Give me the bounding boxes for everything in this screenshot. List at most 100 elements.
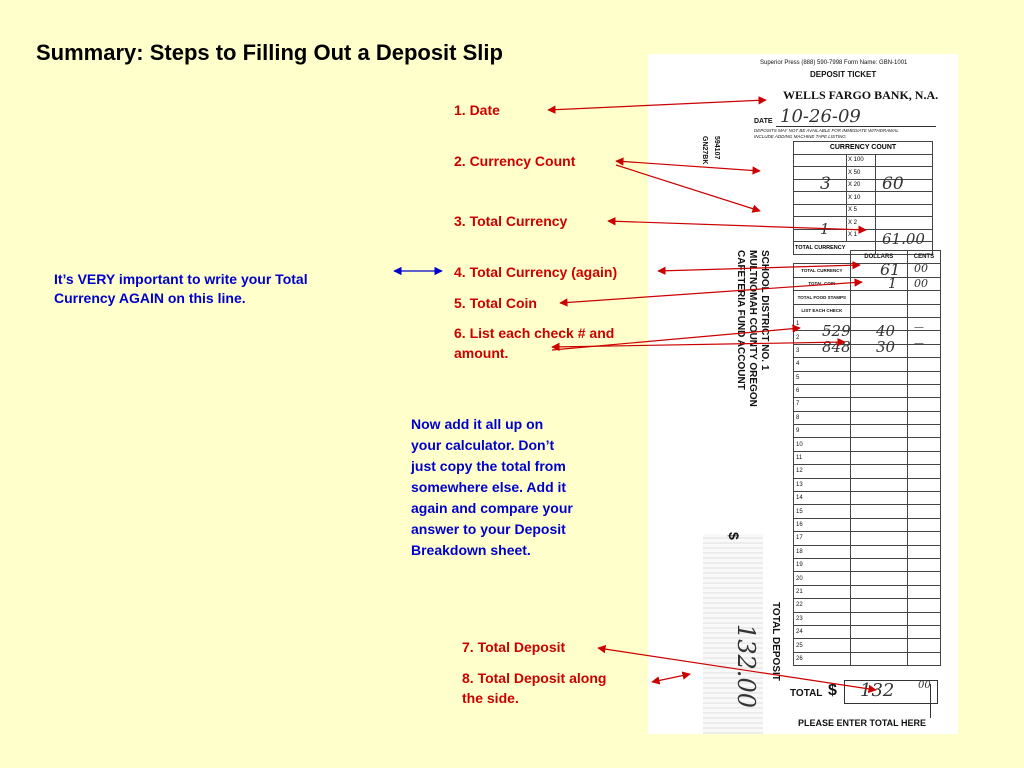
check-row: 4 — [793, 357, 942, 372]
check-row-number: 11 — [793, 450, 851, 466]
check-row: 6 — [793, 383, 942, 399]
account-line3: CAFETERIA FUND ACCOUNT — [735, 250, 746, 390]
check-row: 20 — [793, 571, 942, 586]
count-ones: 1 — [820, 220, 830, 238]
check-row-number: 22 — [793, 598, 851, 613]
denomination: X 1 — [846, 228, 876, 242]
check-row: 9 — [793, 424, 942, 439]
check-row: 13 — [793, 477, 942, 493]
total-dollar-sign: $ — [828, 682, 837, 699]
check-row-number: 5 — [793, 370, 851, 385]
row-total-coin: TOTAL COIN — [793, 276, 851, 292]
row-list-checks: LIST EACH CHECK — [793, 303, 851, 318]
slip-side-code1: GN27BK — [701, 136, 708, 165]
add-up-line: answer to your Deposit — [411, 521, 566, 537]
check-row-number: 15 — [793, 504, 851, 519]
step-total-currency-again-label: 4. Total Currency (again) — [454, 264, 618, 280]
check-row-number: 25 — [793, 638, 851, 653]
check-row-number: 19 — [793, 557, 851, 573]
check-row: 24 — [793, 624, 942, 640]
slip-date-value: 10-26-09 — [780, 106, 861, 127]
check-row: 10 — [793, 437, 942, 452]
check-row-number: 23 — [793, 611, 851, 626]
count-twenties: 3 — [820, 174, 831, 194]
denomination: X 2 — [846, 216, 876, 230]
page-title: Summary: Steps to Filling Out a Deposit … — [36, 40, 503, 65]
check-row-number: 24 — [793, 624, 851, 640]
tc-cents: 00 — [914, 262, 928, 275]
check-row: 23 — [793, 611, 942, 626]
check-row: 14 — [793, 491, 942, 506]
total-label: TOTAL — [790, 688, 823, 699]
slip-date-label: DATE — [754, 118, 773, 125]
check-row-number: 20 — [793, 571, 851, 586]
check-row: 8 — [793, 410, 942, 426]
total-cents: 00 — [918, 680, 931, 691]
check-row: 7 — [793, 397, 942, 412]
step-total-coin-label: 5. Total Coin — [454, 295, 537, 311]
side-dollar-sign: $ — [726, 532, 742, 540]
check-row: 11 — [793, 450, 942, 466]
step-total-deposit-label: 7. Total Deposit — [462, 639, 566, 655]
check-row-number: 17 — [793, 531, 851, 546]
coin-cents: 00 — [914, 277, 928, 290]
currency-count-header: CURRENCY COUNT — [793, 141, 933, 155]
check-row: 18 — [793, 544, 942, 559]
side-total-amount: 132.00 — [732, 624, 760, 708]
account-line1: SCHOOL DISTRICT NO. 1 — [759, 250, 770, 371]
check-row: 19 — [793, 557, 942, 573]
side-total-deposit-label: TOTAL DEPOSIT — [770, 602, 781, 681]
important-note-line1: It’s VERY important to write your Total — [54, 271, 308, 287]
check-row: 16 — [793, 517, 942, 533]
check-row-number: 12 — [793, 464, 851, 479]
step-date-label: 1. Date — [454, 102, 500, 118]
account-line2: MULTNOMAH COUNTY OREGON — [747, 250, 758, 407]
check-row: 5 — [793, 370, 942, 385]
check-row-number: 8 — [793, 410, 851, 426]
slip-notice-line1: DEPOSITS MAY NOT BE AVAILABLE FOR IMMEDI… — [754, 128, 899, 133]
step-list-checks-label: 6. List each check # and amount. — [454, 323, 614, 363]
check1-number: 529 — [822, 322, 851, 340]
check-row: 21 — [793, 584, 942, 600]
important-note-line2: Currency AGAIN on this line. — [54, 290, 246, 306]
step-list-checks-line1: 6. List each check # and — [454, 325, 615, 341]
check-row-number: 10 — [793, 437, 851, 452]
check2-cents: — — [914, 338, 924, 349]
step-total-deposit-side-line1: 8. Total Deposit along — [462, 670, 607, 686]
deposit-table: DOLLARS CENTS TOTAL CURRENCY TOTAL COIN … — [793, 249, 942, 667]
add-up-line: just copy the total from — [411, 458, 566, 474]
check-row-number: 21 — [793, 584, 851, 600]
slip-notice-line2: INCLUDE ADDING MACHINE TAPE LISTING — [754, 134, 846, 139]
add-up-line: again and compare your — [411, 500, 573, 516]
slip-side-code2: 594107 — [713, 136, 720, 160]
check-row: 25 — [793, 638, 942, 653]
check2-number: 848 — [822, 338, 851, 356]
check-row-number: 6 — [793, 383, 851, 399]
please-enter-total: PLEASE ENTER TOTAL HERE — [798, 718, 927, 728]
check-row-number: 16 — [793, 517, 851, 533]
check-row: 26 — [793, 651, 942, 667]
add-up-line: Now add it all up on — [411, 416, 544, 432]
check-row: 12 — [793, 464, 942, 479]
denomination: X 5 — [846, 203, 876, 217]
check-row: 22 — [793, 598, 942, 613]
add-up-line: your calculator. Don’t — [411, 437, 555, 453]
add-up-line: Breakdown sheet. — [411, 542, 531, 558]
total-value: 132 — [860, 680, 895, 701]
check-row-number: 4 — [793, 357, 851, 372]
coin-dollars: 1 — [888, 276, 897, 292]
check-row-number: 9 — [793, 424, 851, 439]
check1-dollars: 40 — [876, 322, 896, 340]
step-total-currency-label: 3. Total Currency — [454, 213, 568, 229]
check-row: 15 — [793, 504, 942, 519]
step-total-deposit-side-label: 8. Total Deposit along the side. — [462, 668, 606, 708]
slip-date-line — [776, 126, 936, 127]
step-currency-count-label: 2. Currency Count — [454, 153, 576, 169]
check-row-number: 14 — [793, 491, 851, 506]
denomination: X 100 — [846, 153, 876, 167]
total-pointer-line — [930, 684, 931, 718]
check-row-number: 7 — [793, 397, 851, 412]
row-food-stamps: TOTAL FOOD STAMPS — [793, 290, 851, 305]
add-up-line: somewhere else. Add it — [411, 479, 567, 495]
row-total-currency: TOTAL CURRENCY — [793, 263, 851, 278]
